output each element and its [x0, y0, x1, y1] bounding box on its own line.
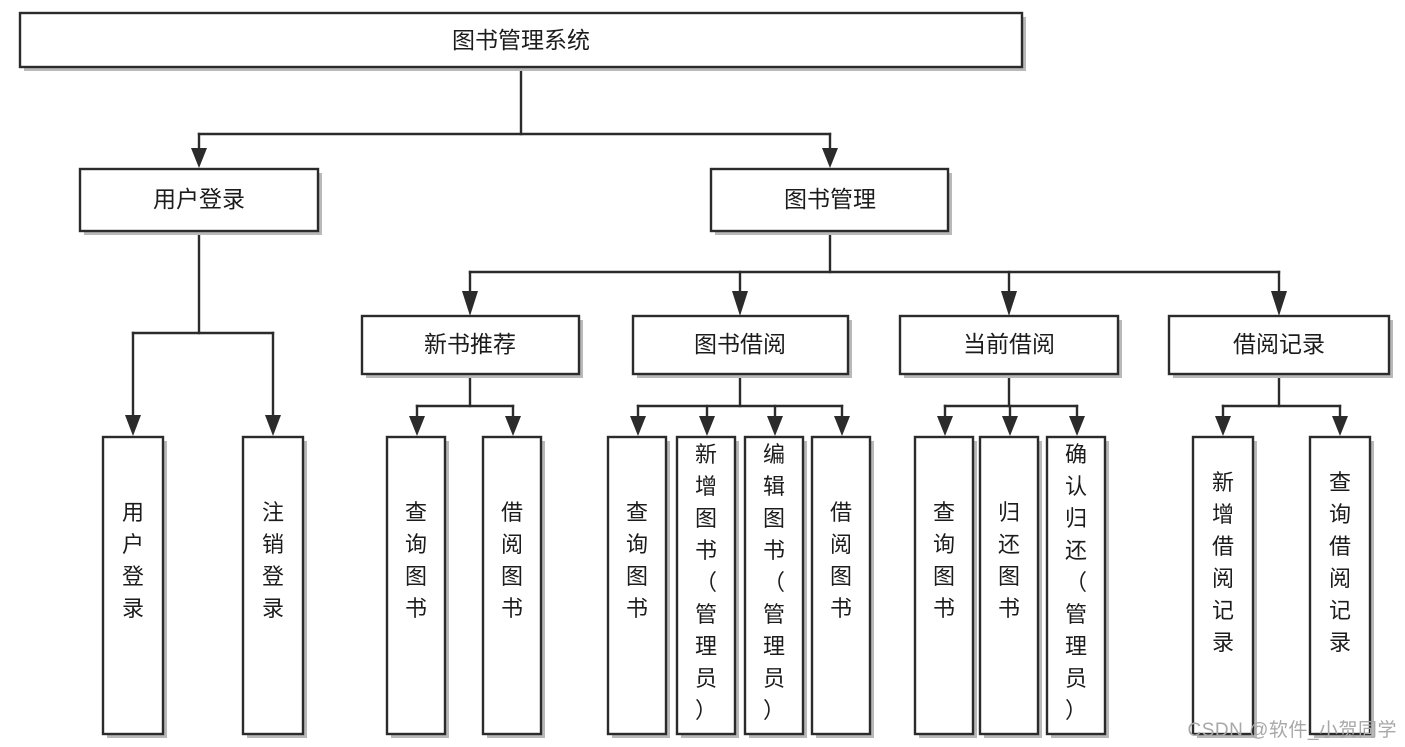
node-current-borrow-box[interactable] [898, 314, 1120, 376]
node-leaf-confirm-return[interactable]: 确认归还（管理员） [1045, 435, 1109, 738]
node-leaf-query-record[interactable]: 查询借阅记录 [1308, 435, 1374, 738]
node-leaf-edit-book-label: 编辑图书（管理员） [763, 442, 785, 723]
node-book-manage-label: 图书管理 [784, 186, 876, 212]
node-root-label: 图书管理系统 [452, 27, 590, 53]
arrow-head-leaf-add-book [699, 416, 715, 436]
arrow-head-leaf-query-book-2 [630, 416, 646, 436]
node-borrow-record-label: 借阅记录 [1233, 331, 1325, 357]
node-leaf-logout-label: 注销登录 [262, 500, 284, 621]
node-new-book-rec[interactable]: 新书推荐 [360, 314, 583, 378]
node-user-login[interactable]: 用户登录 [78, 167, 322, 235]
node-leaf-add-book[interactable]: 新增图书（管理员） [675, 435, 739, 738]
node-leaf-borrow-book-2[interactable]: 借阅图书 [810, 435, 874, 738]
node-leaf-query-book-1-label: 查询图书 [405, 500, 427, 621]
node-root-box[interactable] [18, 11, 1024, 69]
node-leaf-return-book-label: 归还图书 [998, 500, 1020, 621]
node-leaf-query-record-label: 查询借阅记录 [1329, 470, 1351, 655]
node-leaf-query-record-box[interactable] [1308, 435, 1372, 736]
node-leaf-borrow-book-1-box[interactable] [481, 435, 543, 736]
node-book-borrow-box[interactable] [631, 314, 850, 376]
node-leaf-add-record[interactable]: 新增借阅记录 [1191, 435, 1257, 738]
node-book-borrow[interactable]: 图书借阅 [631, 314, 852, 378]
node-book-manage-box[interactable] [709, 167, 950, 233]
arrow-head-book-borrow [732, 291, 748, 316]
arrow-head-user-login [191, 148, 207, 168]
node-leaf-edit-book-box[interactable] [743, 435, 805, 736]
node-leaf-query-book-2-box[interactable] [606, 435, 668, 736]
node-leaf-user-login-label: 用户登录 [122, 500, 144, 621]
node-new-book-rec-label: 新书推荐 [424, 331, 516, 357]
node-leaf-query-book-1-box[interactable] [385, 435, 447, 736]
node-leaf-return-book-box[interactable] [978, 435, 1040, 736]
arrow-head-leaf-edit-book [767, 416, 783, 436]
node-leaf-user-login[interactable]: 用户登录 [101, 435, 167, 738]
arrow-head-leaf-query-record [1332, 416, 1348, 436]
node-leaf-query-book-3-label: 查询图书 [933, 500, 955, 621]
node-current-borrow[interactable]: 当前借阅 [898, 314, 1122, 378]
node-leaf-confirm-return-label: 确认归还（管理员） [1065, 442, 1087, 723]
node-borrow-record[interactable]: 借阅记录 [1167, 314, 1393, 378]
arrow-head-leaf-logout [265, 415, 281, 436]
node-leaf-query-book-1[interactable]: 查询图书 [385, 435, 449, 738]
node-leaf-add-record-box[interactable] [1191, 435, 1255, 736]
arrow-head-leaf-user-login [125, 415, 141, 436]
node-book-manage[interactable]: 图书管理 [709, 167, 952, 235]
node-leaf-edit-book[interactable]: 编辑图书（管理员） [743, 435, 807, 738]
arrow-head-leaf-add-record [1215, 416, 1231, 436]
node-leaf-logout[interactable]: 注销登录 [241, 435, 307, 738]
node-current-borrow-label: 当前借阅 [963, 331, 1055, 357]
node-leaf-query-book-2-label: 查询图书 [626, 500, 648, 621]
node-leaf-add-book-box[interactable] [675, 435, 737, 736]
node-leaf-borrow-book-2-box[interactable] [810, 435, 872, 736]
node-leaf-logout-box[interactable] [241, 435, 305, 736]
node-leaf-query-book-3-box[interactable] [913, 435, 975, 736]
node-leaf-query-book-3[interactable]: 查询图书 [913, 435, 977, 738]
arrow-head-leaf-borrow-book-2 [834, 416, 850, 436]
node-leaf-borrow-book-2-label: 借阅图书 [830, 500, 852, 621]
arrow-head-current-borrow [1001, 291, 1017, 316]
arrow-head-borrow-record [1271, 291, 1287, 316]
edge-layer [125, 66, 1348, 436]
node-leaf-query-book-2[interactable]: 查询图书 [606, 435, 670, 738]
node-leaf-confirm-return-box[interactable] [1045, 435, 1107, 736]
node-root[interactable]: 图书管理系统 [18, 11, 1026, 71]
arrow-head-leaf-confirm-return [1069, 416, 1085, 436]
node-user-login-label: 用户登录 [153, 186, 245, 212]
arrow-head-leaf-query-book-1 [409, 416, 425, 436]
node-leaf-user-login-box[interactable] [101, 435, 165, 736]
arrow-head-leaf-return-book [1002, 416, 1018, 436]
arrow-head-leaf-borrow-book-1 [505, 416, 521, 436]
node-leaf-borrow-book-1[interactable]: 借阅图书 [481, 435, 545, 738]
node-book-borrow-label: 图书借阅 [694, 331, 786, 357]
arrow-head-book-manage [822, 148, 838, 168]
node-leaf-return-book[interactable]: 归还图书 [978, 435, 1042, 738]
node-leaf-add-book-label: 新增图书（管理员） [695, 442, 717, 723]
node-leaf-borrow-book-1-label: 借阅图书 [501, 500, 523, 621]
node-borrow-record-box[interactable] [1167, 314, 1391, 376]
arrow-head-new-book-rec [462, 291, 478, 316]
node-new-book-rec-box[interactable] [360, 314, 581, 376]
arrow-head-leaf-query-book-3 [937, 416, 953, 436]
node-leaf-add-record-label: 新增借阅记录 [1212, 470, 1234, 655]
node-user-login-box[interactable] [78, 167, 320, 233]
